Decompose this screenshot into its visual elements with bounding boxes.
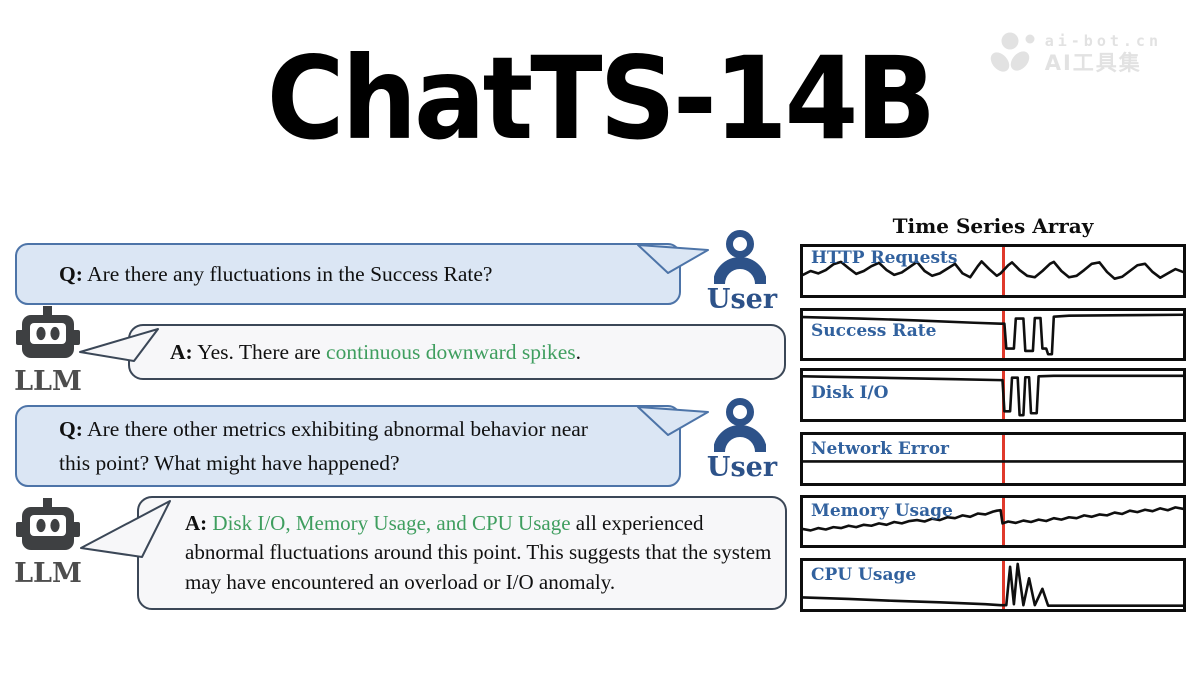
watermark: ai-bot.cn AI工具集 bbox=[989, 32, 1162, 76]
robot-icon bbox=[16, 306, 80, 358]
message-text: A: Yes. There are continuous downward sp… bbox=[170, 336, 764, 368]
message-text: Q: Are there any fluctuations in the Suc… bbox=[59, 258, 639, 290]
anomaly-marker-line bbox=[1001, 561, 1006, 609]
bubble-tail bbox=[637, 244, 709, 274]
series-line bbox=[803, 561, 1183, 609]
time-series-title: Time Series Array bbox=[892, 214, 1094, 238]
series-line bbox=[803, 371, 1183, 419]
bubble-tail bbox=[80, 500, 171, 558]
ts-chart-label: Success Rate bbox=[811, 321, 937, 341]
series-line bbox=[803, 498, 1183, 545]
ts-chart-http-requests: HTTP Requests bbox=[800, 244, 1186, 298]
anomaly-marker-line bbox=[1001, 311, 1006, 358]
series-line bbox=[803, 311, 1183, 358]
ai-bot-logo-icon bbox=[990, 32, 1035, 72]
page-title: ChatTS-14B bbox=[266, 32, 936, 166]
robot-icon bbox=[16, 498, 80, 550]
user-label: User bbox=[706, 452, 778, 483]
chat-bubble-question-2: Q: Are there other metrics exhibiting ab… bbox=[15, 405, 681, 487]
bubble-tail bbox=[637, 406, 709, 436]
bubble-tail bbox=[79, 328, 159, 362]
chat-bubble-question-1: Q: Are there any fluctuations in the Suc… bbox=[15, 243, 681, 305]
a-prefix: A: bbox=[185, 510, 208, 535]
ts-chart-disk-io: Disk I/O bbox=[800, 368, 1186, 422]
answer-body: . bbox=[575, 339, 582, 364]
q-prefix: Q: bbox=[59, 417, 83, 441]
q-prefix: Q: bbox=[59, 261, 83, 286]
question-body: Are there other metrics exhibiting abnor… bbox=[59, 417, 588, 475]
llm-label: LLM bbox=[14, 558, 82, 589]
watermark-text: ai-bot.cn AI工具集 bbox=[1044, 32, 1162, 75]
answer-body: all experienced abnormal fluctuations ar… bbox=[185, 510, 772, 594]
ts-chart-success-rate: Success Rate bbox=[800, 308, 1186, 361]
message-text: A: Disk I/O, Memory Usage, and CPU Usage… bbox=[185, 509, 773, 598]
user-label: User bbox=[706, 284, 778, 315]
ts-chart-label: HTTP Requests bbox=[811, 248, 958, 268]
chat-bubble-answer-2: A: Disk I/O, Memory Usage, and CPU Usage… bbox=[137, 496, 787, 610]
user-icon bbox=[714, 398, 766, 453]
ts-chart-memory-usage: Memory Usage bbox=[800, 495, 1186, 548]
ts-chart-cpu-usage: CPU Usage bbox=[800, 558, 1186, 612]
answer-body: Yes. There are bbox=[192, 339, 327, 364]
question-body: Are there any fluctuations in the Succes… bbox=[82, 261, 493, 286]
watermark-domain: ai-bot.cn bbox=[1044, 32, 1162, 51]
series-line bbox=[803, 247, 1183, 295]
answer-highlight: Disk I/O, Memory Usage, and CPU Usage bbox=[207, 510, 571, 535]
ts-chart-label: Network Error bbox=[811, 439, 950, 459]
chat-bubble-answer-1: A: Yes. There are continuous downward sp… bbox=[128, 324, 786, 380]
message-text: Q: Are there other metrics exhibiting ab… bbox=[59, 412, 623, 480]
user-icon bbox=[714, 230, 766, 285]
ts-chart-label: Disk I/O bbox=[811, 383, 889, 403]
a-prefix: A: bbox=[170, 339, 193, 364]
llm-label: LLM bbox=[14, 366, 82, 397]
ts-chart-label: CPU Usage bbox=[811, 565, 917, 585]
series-line bbox=[803, 435, 1183, 483]
ts-chart-network-error: Network Error bbox=[800, 432, 1186, 486]
ts-chart-label: Memory Usage bbox=[811, 501, 953, 521]
anomaly-marker-line bbox=[1001, 435, 1006, 483]
answer-highlight: continuous downward spikes bbox=[326, 339, 576, 364]
watermark-name: AI工具集 bbox=[1044, 50, 1142, 75]
